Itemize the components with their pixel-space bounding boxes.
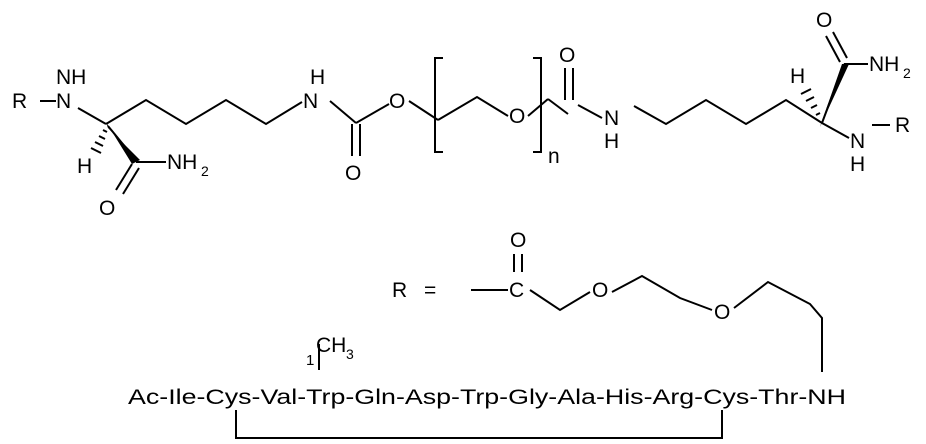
ch3-label-main: CH — [316, 334, 346, 357]
peg-repeat-brackets — [434, 57, 542, 153]
r-label-left: R — [12, 90, 27, 113]
h-label-carbamate-right: H — [604, 130, 619, 153]
o-label-r-carbonyl: O — [510, 229, 526, 252]
r-definition-label: R — [392, 279, 407, 302]
stereo-wedge-right — [820, 64, 849, 127]
nh2-label-right-sub: 2 — [903, 65, 911, 81]
nh-label-carbamate-left-n: N — [303, 90, 318, 113]
nh-label-left-top: NH — [56, 66, 86, 89]
h-label-left: H — [77, 155, 92, 178]
peptide-sequence: Ac-Ile-Cys-Val-Trp-Gln-Asp-Trp-Gly-Ala-H… — [128, 386, 846, 409]
r-label-right: R — [895, 114, 910, 137]
o-label-r-ether-1: O — [592, 279, 608, 302]
n-label-left: N — [56, 90, 71, 113]
nh2-label-left-main: NH — [167, 151, 197, 174]
nh2-label-right-main: NH — [869, 53, 899, 76]
o-label-r-ether-2: O — [714, 301, 730, 324]
h-label-right: H — [790, 65, 805, 88]
r-group-definition: R = C O O O — [392, 229, 823, 372]
o-label-left-amide: O — [99, 197, 115, 220]
ch3-label-sub: 3 — [346, 346, 354, 362]
n-label-right: N — [850, 130, 865, 153]
carbonyl-carbon-label: C — [509, 279, 524, 302]
disulfide-bridge — [235, 410, 723, 439]
stereo-bonds — [90, 64, 849, 164]
n-label-carbamate-right: N — [604, 107, 619, 130]
ch3-label: CH 3 — [316, 334, 354, 362]
h-label-right-nh: H — [850, 153, 865, 176]
equals-sign: = — [424, 279, 436, 302]
stereo-wedge-left — [106, 122, 140, 164]
o-label-carbamate-left-carbonyl: O — [345, 162, 361, 185]
o-label-right-amide: O — [816, 9, 832, 32]
peptide-ring: 1 CH 3 Ac-Ile-Cys-Val-Trp-Gln-Asp-Trp-Gl… — [128, 334, 846, 439]
nh2-label-right: NH 2 — [869, 53, 911, 81]
o-label-peg: O — [509, 105, 525, 128]
stereo-hash-right — [800, 88, 821, 116]
nh2-label-left: NH 2 — [167, 151, 209, 179]
atom-labels: R NH N H O NH 2 H N O O O n O N H O H NH… — [12, 9, 911, 220]
locant-label: 1 — [306, 352, 314, 369]
o-label-carbamate-left-ester: O — [389, 90, 405, 113]
o-label-carbamate-right-carbonyl: O — [559, 44, 575, 67]
nh-label-carbamate-left-h: H — [310, 66, 325, 89]
nh2-label-left-sub: 2 — [201, 163, 209, 179]
n-repeat-label: n — [548, 145, 560, 168]
stereo-hash-left — [90, 129, 108, 154]
